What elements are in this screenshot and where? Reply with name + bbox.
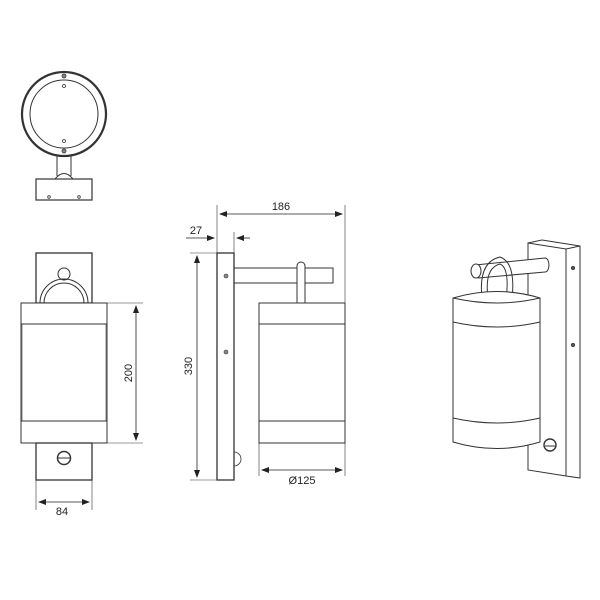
dimension-label-height: 200: [123, 364, 135, 382]
front-cylinder: [20, 302, 108, 444]
dimension-label-width: 84: [56, 506, 68, 518]
side-view: [186, 205, 346, 481]
dimension-label-projection: 186: [272, 201, 290, 213]
iso-arm: [474, 257, 550, 279]
hole-icon: [62, 139, 66, 143]
dimension-label-depth: 27: [190, 225, 202, 237]
iso-cylinder: [452, 291, 541, 449]
side-cylinder: [258, 302, 346, 444]
screw-icon: [223, 273, 229, 279]
top-base-plate: [35, 178, 93, 201]
top-outer-ring: [20, 70, 108, 158]
hole-icon: [62, 84, 66, 88]
side-backplate: [216, 252, 235, 481]
screw-icon: [61, 73, 67, 79]
screw-icon: [571, 266, 575, 270]
screw-icon: [61, 148, 67, 154]
side-sensor-icon: [233, 451, 242, 467]
screw-icon: [223, 349, 229, 355]
top-view: [20, 70, 108, 201]
isometric-view: [452, 239, 581, 479]
screw-icon: [571, 343, 575, 347]
side-hanger: [296, 261, 306, 303]
front-view: [20, 252, 143, 510]
top-inner-ring: [29, 79, 99, 149]
motion-sensor-icon: [543, 438, 557, 452]
front-top-plate: [35, 252, 93, 304]
dimension-label-diameter: Ø125: [289, 475, 316, 487]
dimension-label-total-height: 330: [183, 357, 195, 375]
motion-sensor-icon: [56, 450, 72, 466]
side-arm: [233, 267, 334, 284]
front-bottom-plate: [35, 442, 93, 481]
